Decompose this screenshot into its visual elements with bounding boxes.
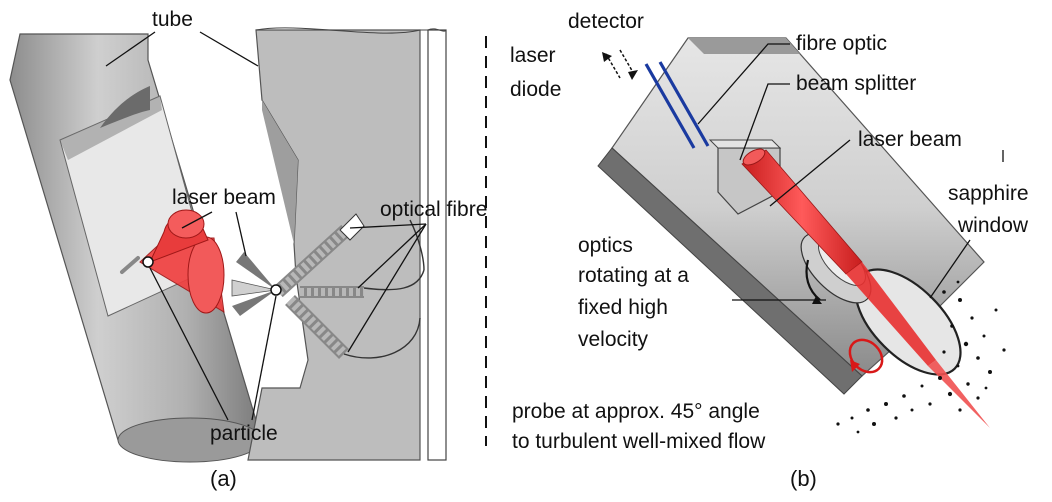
label-optics-3: fixed high [578, 296, 668, 319]
caption-a: (a) [210, 466, 237, 491]
beam-fan-a [231, 252, 282, 316]
label-sapphire-2: window [957, 214, 1029, 237]
tube-shape [9, 33, 263, 463]
label-fibre-optic: fibre optic [796, 32, 887, 55]
labels-a: tube laser beam optical fibre particle [105, 8, 487, 445]
optical-fibres-a [273, 213, 425, 359]
label-optics-4: velocity [578, 328, 649, 351]
label-laser-diode-1: laser [510, 44, 556, 67]
label-optics-2: rotating at a [578, 264, 689, 287]
flow-particles [836, 280, 1006, 434]
probe-housing-a [247, 27, 447, 461]
particle-marker-a2 [270, 284, 282, 296]
label-sapphire-1: sapphire [948, 182, 1029, 205]
laser-beam-cones-a [120, 209, 225, 314]
label-probe-1: probe at approx. 45° angle [512, 400, 760, 423]
label-tube: tube [152, 8, 193, 31]
panel-b: detector laser diode fibre optic beam sp… [510, 10, 1029, 491]
io-arrows [602, 49, 638, 80]
panel-a: tube laser beam optical fibre particle (… [9, 8, 487, 491]
label-detector: detector [568, 10, 644, 33]
label-optics-1: optics [578, 234, 633, 257]
label-particle: particle [210, 422, 278, 445]
label-beam-splitter: beam splitter [796, 72, 916, 95]
label-optical-fibre: optical fibre [380, 198, 487, 221]
particle-marker-a [142, 256, 154, 268]
laser-beam-b [741, 148, 990, 428]
labels-b: detector laser diode fibre optic beam sp… [510, 10, 1029, 453]
label-laser-diode-2: diode [510, 78, 561, 101]
caption-b: (b) [790, 466, 817, 491]
fibre-optic-lines [644, 61, 710, 149]
label-probe-2: to turbulent well-mixed flow [512, 430, 766, 453]
label-laser-beam-b: laser beam [858, 128, 962, 151]
label-laser-beam-a: laser beam [172, 186, 276, 209]
